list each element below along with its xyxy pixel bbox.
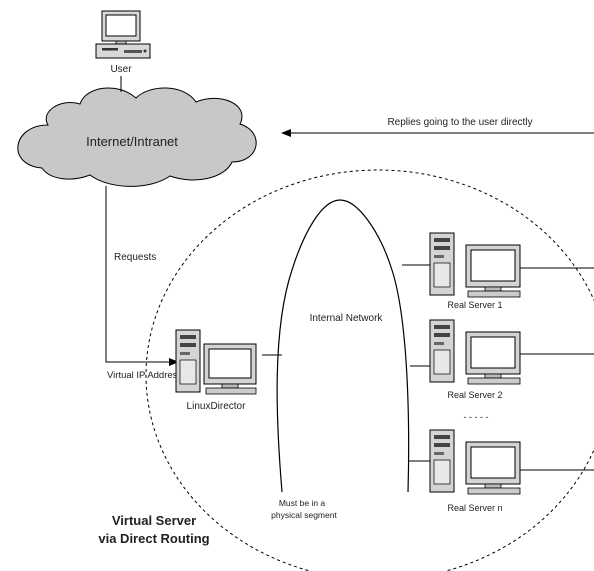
caption-line1: Virtual Server	[112, 513, 196, 528]
cluster-boundary	[145, 169, 594, 571]
real-server-2-label: Real Server 2	[447, 390, 502, 400]
requests-label: Requests	[114, 252, 156, 263]
cloud-label: Internet/Intranet	[86, 134, 178, 149]
director-computer-icon	[175, 329, 257, 395]
internet-cloud	[17, 87, 257, 187]
real-server-1-icon	[429, 232, 521, 298]
segment-label-line2: physical segment	[271, 510, 337, 520]
requests-arrow	[105, 186, 179, 366]
real-server-1-label: Real Server 1	[447, 300, 502, 310]
replies-label: Replies going to the user directly	[387, 117, 532, 128]
caption-line2: via Direct Routing	[98, 531, 209, 546]
real-server-n-label: Real Server n	[447, 503, 502, 513]
segment-label-line1: Must be in a	[279, 498, 326, 508]
user-computer-icon	[95, 10, 151, 59]
internal-network-segment	[276, 199, 410, 493]
vip-label: Virtual IP Address	[107, 370, 182, 381]
director-label: LinuxDirector	[187, 401, 247, 412]
user-label: User	[110, 64, 132, 75]
real-server-2-icon	[429, 319, 521, 385]
internal-network-label: Internal Network	[310, 313, 384, 324]
real-server-n-icon	[429, 429, 521, 495]
server-ellipsis: - - - - -	[464, 412, 489, 422]
